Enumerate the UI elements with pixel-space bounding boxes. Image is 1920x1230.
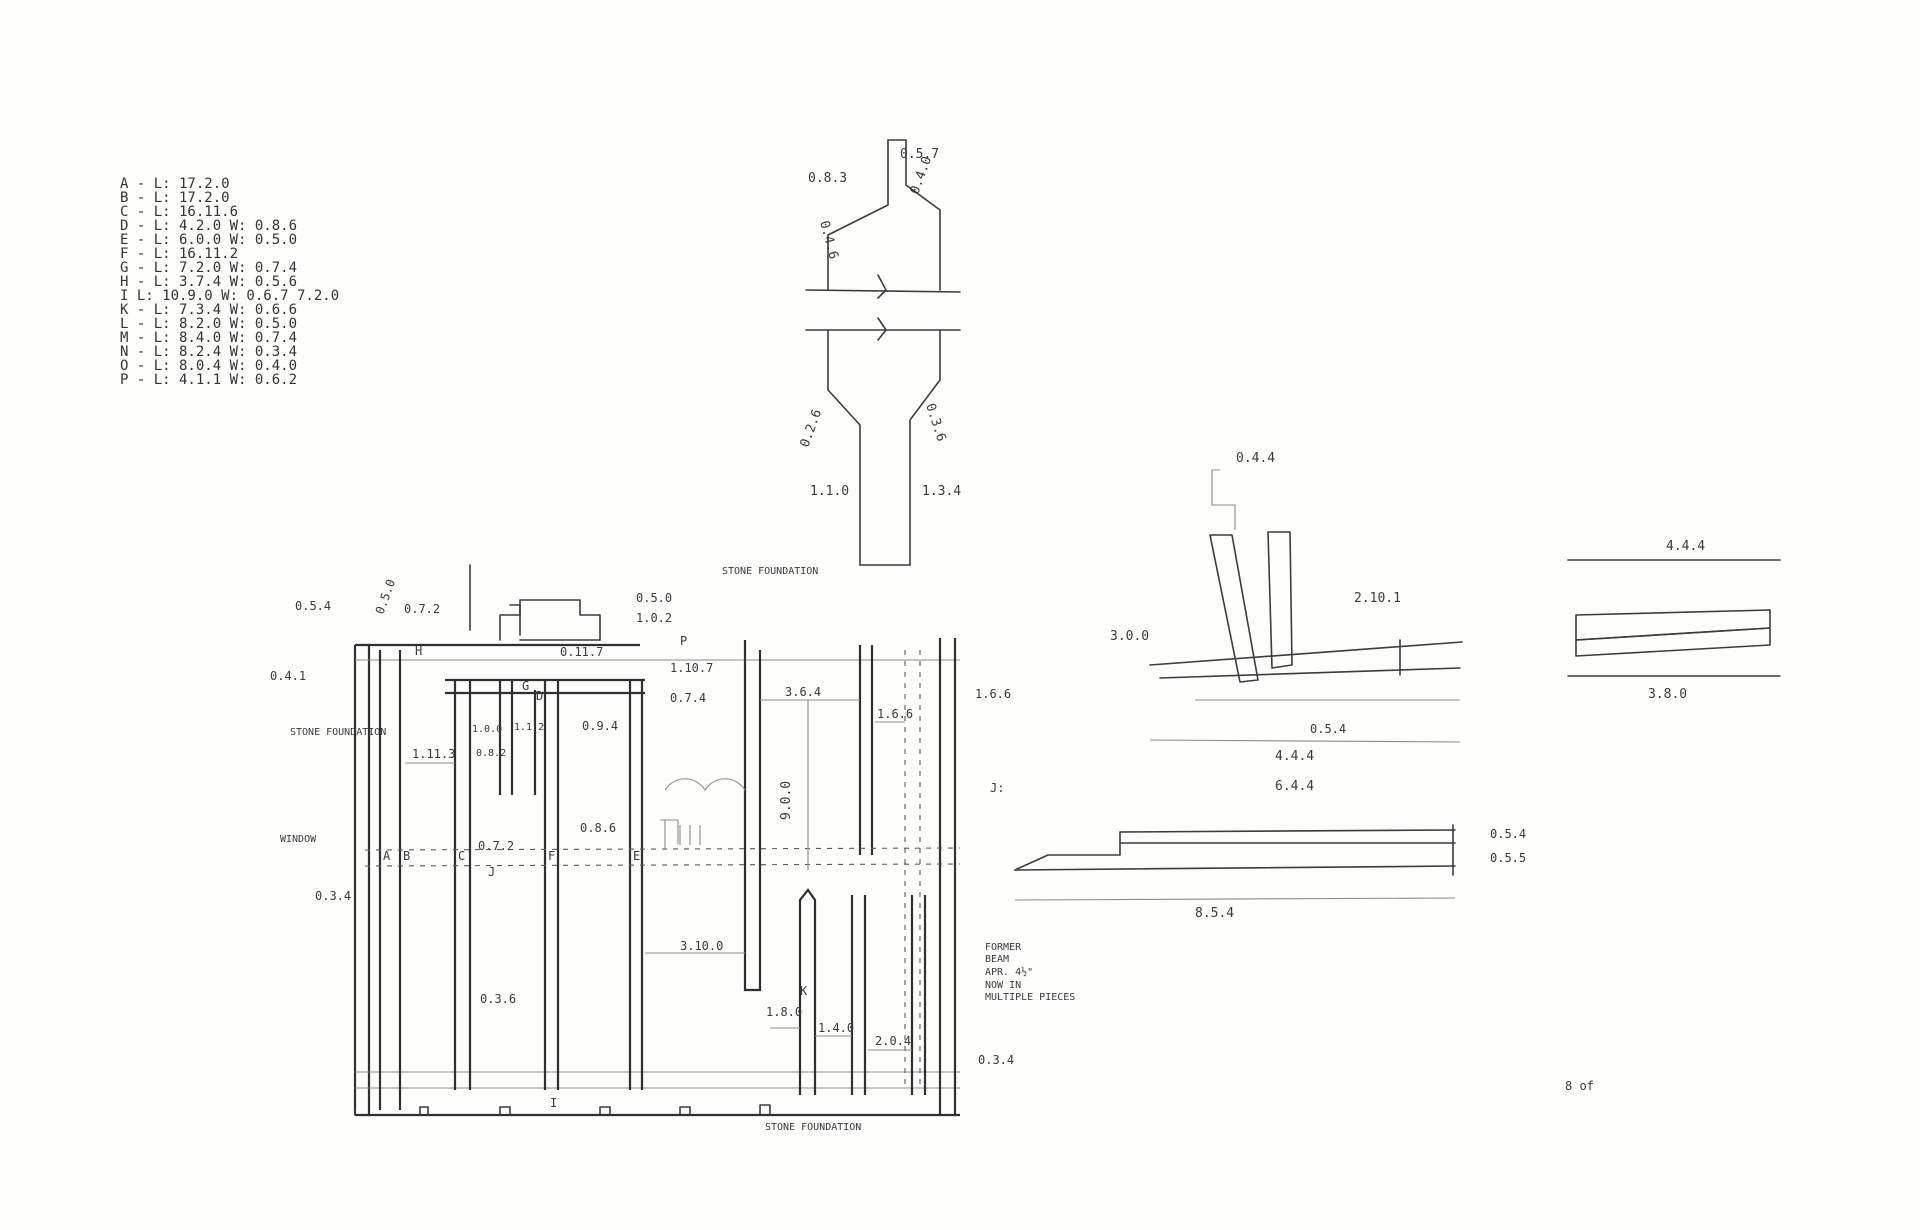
beam-label: J: (990, 781, 1004, 795)
note-stone-foundation-bottom: STONE FOUNDATION (765, 1122, 861, 1133)
legend-row: G - L: 7.2.0 W: 0.7.4 (120, 260, 297, 276)
dim-label: 0.4.6 (816, 219, 841, 261)
member-letter: K (800, 984, 808, 998)
dim-label: 4.4.4 (1666, 539, 1705, 554)
dim-label: 3.0.0 (1110, 629, 1149, 644)
member-letter: B (403, 849, 410, 863)
member-legend: A - L: 17.2.0 B - L: 17.2.0 C - L: 16.11… (120, 176, 339, 388)
dim-label: 0.3.6 (480, 992, 516, 1006)
legend-row: D - L: 4.2.0 W: 0.8.6 (120, 218, 297, 234)
member-letter: F (548, 849, 555, 863)
member-letter: P (680, 634, 687, 648)
dim-label: 8.5.4 (1195, 906, 1234, 921)
dim-label: 0.7.2 (478, 839, 514, 853)
dim-label: 0.2.6 (798, 407, 825, 449)
legend-row: P - L: 4.1.1 W: 0.6.2 (120, 372, 297, 388)
dim-label: 1.1.2 (514, 722, 544, 733)
dim-label: 0.5.4 (1310, 722, 1346, 736)
dim-label: 1.6.6 (877, 707, 913, 721)
sheet-mark: 8 of (1565, 1079, 1594, 1093)
dim-label: 1.1.0 (810, 484, 849, 499)
note-former-beam: FORMER (985, 942, 1022, 953)
member-letter: H (415, 644, 422, 658)
member-letter: A (383, 849, 391, 863)
dim-label: 0.8.6 (580, 821, 616, 835)
dim-label: 1.0.2 (636, 611, 672, 625)
member-letter: D (536, 689, 543, 703)
beam-section: J: 0.5.4 0.5.5 8.5.4 (990, 781, 1526, 921)
dim-label: 1.11.3 (412, 747, 455, 761)
note-former-beam: MULTIPLE PIECES (985, 992, 1075, 1003)
dim-label: 0.3.4 (978, 1053, 1014, 1067)
dim-label: 0.11.7 (560, 645, 603, 659)
dim-label: 0.9.4 (582, 719, 618, 733)
dim-label: 1.0.0 (472, 724, 502, 735)
legend-row: I L: 10.9.0 W: 0.6.7 7.2.0 (120, 288, 339, 304)
dim-label: 3.6.4 (785, 685, 821, 699)
legend-row: H - L: 3.7.4 W: 0.5.6 (120, 274, 297, 290)
legend-row: E - L: 6.0.0 W: 0.5.0 (120, 232, 297, 248)
legend-row: L - L: 8.2.0 W: 0.5.0 (120, 316, 297, 332)
note-former-beam: NOW IN (985, 980, 1021, 991)
note-stone-foundation-left: STONE FOUNDATION (290, 727, 386, 738)
note-former-beam: APR. 4½" (985, 966, 1033, 978)
dim-label: 2.0.4 (875, 1034, 911, 1048)
note-stone-foundation-top: STONE FOUNDATION (722, 566, 818, 577)
dim-label: 0.5.0 (636, 591, 672, 605)
dim-label: 0.7.4 (670, 691, 706, 705)
dim-label: 1.6.6 (975, 687, 1011, 701)
dim-label: 9.0.0 (779, 781, 794, 820)
dim-label: 1.8.0 (766, 1005, 802, 1019)
legend-row: F - L: 16.11.2 (120, 246, 238, 262)
dim-label: 0.4.4 (1236, 451, 1275, 466)
dim-label: 3.10.0 (680, 939, 723, 953)
dim-label: 0.5.7 (900, 147, 939, 162)
dim-label: 0.5.4 (295, 599, 331, 613)
note-former-beam: BEAM (985, 954, 1009, 965)
member-letter: I (550, 1096, 557, 1110)
dim-label: 0.4.1 (270, 669, 306, 683)
dim-label: 0.8.3 (808, 171, 847, 186)
member-letter: J (488, 865, 495, 879)
dim-label: 0.5.4 (1490, 827, 1526, 841)
dim-label: 3.8.0 (1648, 687, 1687, 702)
board-detail: 4.4.4 3.8.0 (1567, 539, 1781, 702)
profile-section: 0.8.3 0.5.7 0.4.6 0.4.0 0.2.6 0.3.6 1.1.… (798, 139, 961, 566)
legend-row: A - L: 17.2.0 (120, 176, 230, 192)
joint-detail: 0.4.4 2.10.1 3.0.0 0.5.4 4.4.4 6.4.4 (1110, 451, 1463, 794)
dim-label: 0.5.0 (373, 577, 399, 616)
dim-label: 4.4.4 (1275, 749, 1314, 764)
legend-row: O - L: 8.0.4 W: 0.4.0 (120, 358, 297, 374)
legend-row: B - L: 17.2.0 (120, 190, 230, 206)
note-window: WINDOW (280, 834, 317, 845)
member-letter: G (522, 679, 529, 693)
dim-label: 1.10.7 (670, 661, 713, 675)
dim-label: 2.10.1 (1354, 591, 1401, 606)
member-letter: E (633, 849, 640, 863)
legend-row: M - L: 8.4.0 W: 0.7.4 (120, 330, 297, 346)
legend-row: K - L: 7.3.4 W: 0.6.6 (120, 302, 297, 318)
dim-label: 0.3.6 (922, 402, 948, 444)
dim-label: 0.7.2 (404, 602, 440, 616)
dim-label: 1.3.4 (922, 484, 961, 499)
dim-label: 0.3.4 (315, 889, 351, 903)
dim-label: 0.5.5 (1490, 851, 1526, 865)
dim-label: 6.4.4 (1275, 779, 1314, 794)
floor-plan: A B C D E F G H I J K P 0.5.4 0.5.0 0.7.… (270, 564, 1075, 1133)
dim-label: 0.8.2 (476, 748, 506, 759)
member-letter: C (458, 849, 465, 863)
dim-label: 1.4.0 (818, 1021, 854, 1035)
legend-row: C - L: 16.11.6 (120, 204, 238, 220)
legend-row: N - L: 8.2.4 W: 0.3.4 (120, 344, 297, 360)
